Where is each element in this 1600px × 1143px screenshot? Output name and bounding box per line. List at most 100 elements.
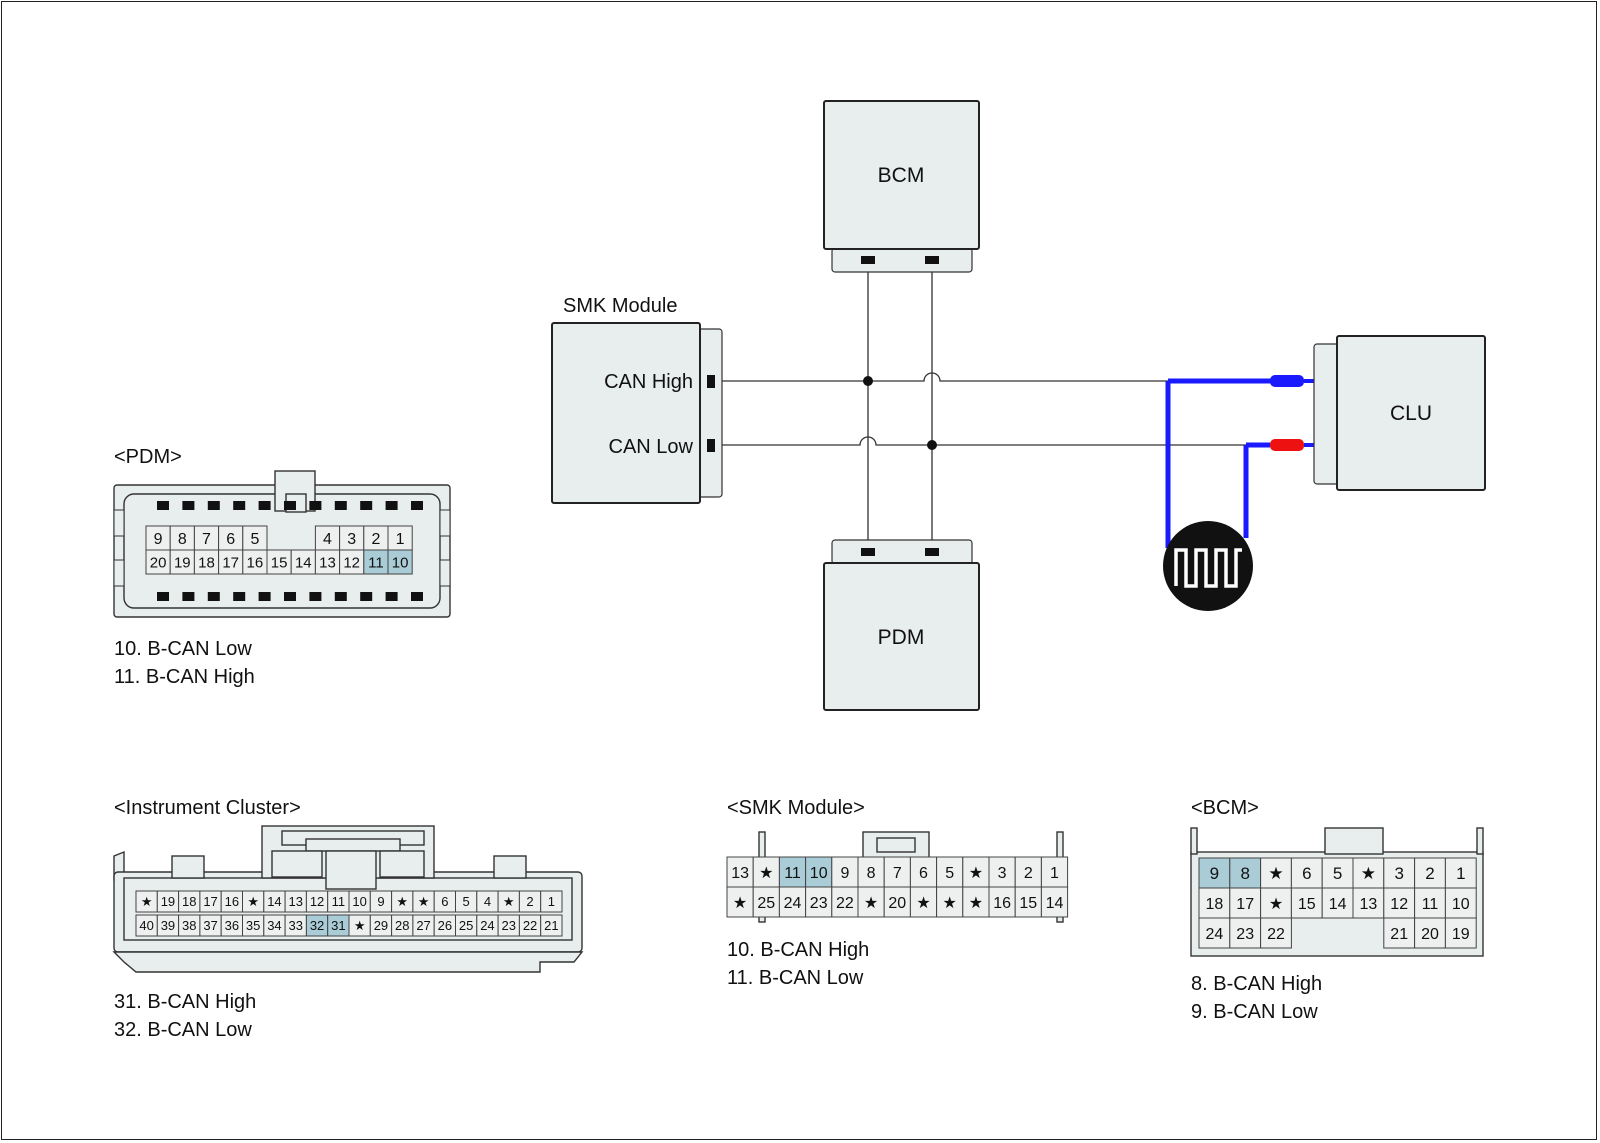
pin-cell — [1444, 917, 1477, 949]
pin-cell — [193, 549, 220, 575]
pin-label: 9 — [840, 865, 849, 882]
can-high-wire — [714, 372, 1168, 382]
pin-label: 14 — [1329, 896, 1347, 913]
pin-label: 35 — [246, 918, 260, 933]
pin-cell — [988, 856, 1016, 888]
terminal-slot — [385, 592, 398, 601]
terminal-slot — [360, 501, 373, 510]
terminal-slot — [207, 592, 220, 601]
pin-label: 16 — [225, 894, 239, 909]
pin-cell — [1229, 917, 1262, 949]
pin-label: 10 — [1452, 896, 1470, 913]
pdm-label: PDM — [878, 626, 925, 649]
pdm-module: PDM — [823, 539, 980, 711]
pin-label: 22 — [1267, 926, 1285, 943]
terminal-slot — [157, 501, 169, 510]
pin-cell — [1229, 887, 1262, 919]
terminal-slot — [411, 592, 423, 601]
pin-cell — [1198, 917, 1231, 949]
bcm-label: BCM — [878, 164, 925, 187]
pin-cell — [1414, 917, 1446, 949]
pin-label: 8 — [1240, 864, 1249, 883]
pin-label: 10 — [810, 865, 828, 882]
terminal-slot — [207, 501, 220, 510]
smk-connector-title: <SMK Module> — [727, 797, 865, 819]
pin-label: 19 — [174, 554, 191, 571]
splice-low — [927, 440, 937, 450]
pin-cell — [363, 549, 389, 575]
pin-label: 23 — [502, 918, 516, 933]
pin-cell — [936, 886, 964, 918]
pin-cell — [387, 549, 413, 575]
pin-label: ★ — [969, 895, 983, 912]
terminal-slot — [284, 501, 296, 510]
pin-label: 27 — [416, 918, 430, 933]
pdm-legend-2: 11. B-CAN High — [114, 666, 255, 688]
pin-cell — [909, 886, 938, 918]
terminal-slot — [309, 592, 322, 601]
pin-cell — [540, 914, 563, 937]
pin-label: 10 — [392, 554, 409, 571]
pin-label: 24 — [480, 918, 494, 933]
pin-label: 20 — [150, 554, 167, 571]
terminal-slot — [157, 592, 169, 601]
terminal-slot — [309, 501, 322, 510]
smk-legend-1: 10. B-CAN High — [727, 939, 869, 961]
probe-low-tip — [1270, 439, 1304, 451]
pin-label: 9 — [154, 531, 163, 548]
pin-cell — [242, 549, 268, 575]
pin-label: 19 — [161, 894, 175, 909]
pin-label: 1 — [396, 531, 405, 548]
pin-label: 20 — [888, 895, 906, 912]
pin-label: 5 — [250, 531, 259, 548]
pin-label: 26 — [438, 918, 452, 933]
pin-label: 1 — [1050, 865, 1059, 882]
pin-label: 40 — [139, 918, 153, 933]
pin-cell — [218, 525, 244, 551]
terminal-slot — [334, 501, 347, 510]
pin-label: 13 — [319, 554, 336, 571]
pin-label: ★ — [864, 895, 878, 912]
pin-cell — [857, 886, 885, 918]
pin-label: ★ — [1268, 864, 1283, 883]
pin-label: 24 — [1206, 926, 1224, 943]
pin-label: 1 — [1456, 864, 1465, 883]
terminal-slot — [411, 501, 423, 510]
pin-label: 32 — [310, 918, 324, 933]
bcm-legend-2: 9. B-CAN Low — [1191, 1001, 1318, 1023]
pin-label: 4 — [484, 894, 491, 909]
pin-label: 8 — [178, 531, 187, 548]
pin-label: 23 — [810, 895, 828, 912]
pin-label: 19 — [1452, 926, 1470, 943]
pin-label: 9 — [377, 894, 384, 909]
pin-label: 29 — [374, 918, 388, 933]
splice-high — [863, 376, 873, 386]
pin-label: 10 — [352, 894, 366, 909]
pin-cell — [363, 525, 389, 551]
pin-label: ★ — [759, 865, 773, 882]
pin-label: ★ — [247, 894, 259, 909]
pin-label: 12 — [343, 554, 360, 571]
pin-label: 12 — [1390, 896, 1408, 913]
pin-label: 3 — [1394, 864, 1403, 883]
pin-label: ★ — [1361, 864, 1376, 883]
pin-label: ★ — [969, 865, 983, 882]
pin-cell — [145, 549, 171, 575]
can-high-label: CAN High — [604, 371, 693, 393]
pin-label: 2 — [1425, 864, 1434, 883]
pin-label: 33 — [289, 918, 303, 933]
pin-cell — [883, 856, 911, 888]
pin-label: ★ — [396, 894, 408, 909]
pin-label: 18 — [1206, 896, 1224, 913]
pin-label: 7 — [893, 865, 902, 882]
bcm-connector-title: <BCM> — [1191, 797, 1259, 819]
smk-legend-2: 11. B-CAN Low — [727, 967, 864, 989]
pin-label: ★ — [1269, 896, 1283, 913]
terminal-slot — [284, 592, 296, 601]
pin-label: 14 — [295, 554, 312, 571]
pin-label: 5 — [945, 865, 954, 882]
pin-label: 21 — [544, 918, 558, 933]
pdm-legend-1: 10. B-CAN Low — [114, 638, 252, 660]
